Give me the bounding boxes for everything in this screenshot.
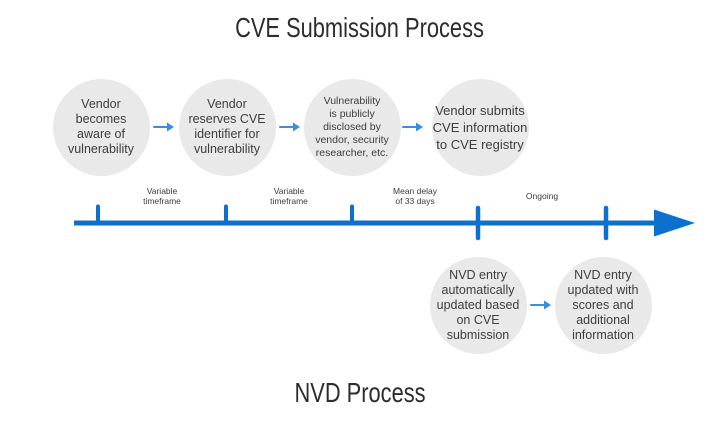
interval-label-variable-2: Variable timeframe <box>270 186 308 206</box>
step-vendor-aware-circle: Vendor becomes aware of vulnerability <box>52 78 150 176</box>
timeline-arrowhead-icon <box>654 209 695 237</box>
cve-process-title-text: CVE Submission Process <box>235 12 485 43</box>
step-submit-registry-label: Vendor submits CVE information to CVE re… <box>432 102 528 152</box>
step-vendor-aware-label: Vendor becomes aware of vulnerability <box>67 97 134 156</box>
flow-arrow-icon <box>153 122 174 132</box>
interval-label-mean-delay: Mean delay of 33 days <box>393 186 437 206</box>
step-reserve-cve-label: Vendor reserves CVE identifier for vulne… <box>188 97 266 156</box>
step-nvd-auto-update-circle: NVD entry automatically updated based on… <box>429 256 527 354</box>
cve-process-title: CVE Submission Process <box>0 13 720 43</box>
nvd-process-title-text: NVD Process <box>294 377 426 408</box>
step-nvd-auto-update-label: NVD entry automatically updated based on… <box>436 267 520 342</box>
step-submit-registry-circle: Vendor submits CVE information to CVE re… <box>431 78 529 176</box>
interval-label-ongoing: Ongoing <box>525 191 559 201</box>
step-public-disclosure-label: Vulnerability is publicly disclosed by v… <box>315 94 389 159</box>
step-reserve-cve-circle: Vendor reserves CVE identifier for vulne… <box>178 78 276 176</box>
interval-label-variable-1: Variable timeframe <box>143 186 181 206</box>
flow-arrow-icon <box>402 122 423 132</box>
step-nvd-scores-label: NVD entry updated with scores and additi… <box>567 267 639 342</box>
nvd-process-title: NVD Process <box>0 378 720 408</box>
step-public-disclosure-circle: Vulnerability is publicly disclosed by v… <box>303 78 401 176</box>
step-nvd-scores-circle: NVD entry updated with scores and additi… <box>554 256 652 354</box>
flow-arrow-icon <box>279 122 300 132</box>
flow-arrow-icon <box>530 300 551 310</box>
